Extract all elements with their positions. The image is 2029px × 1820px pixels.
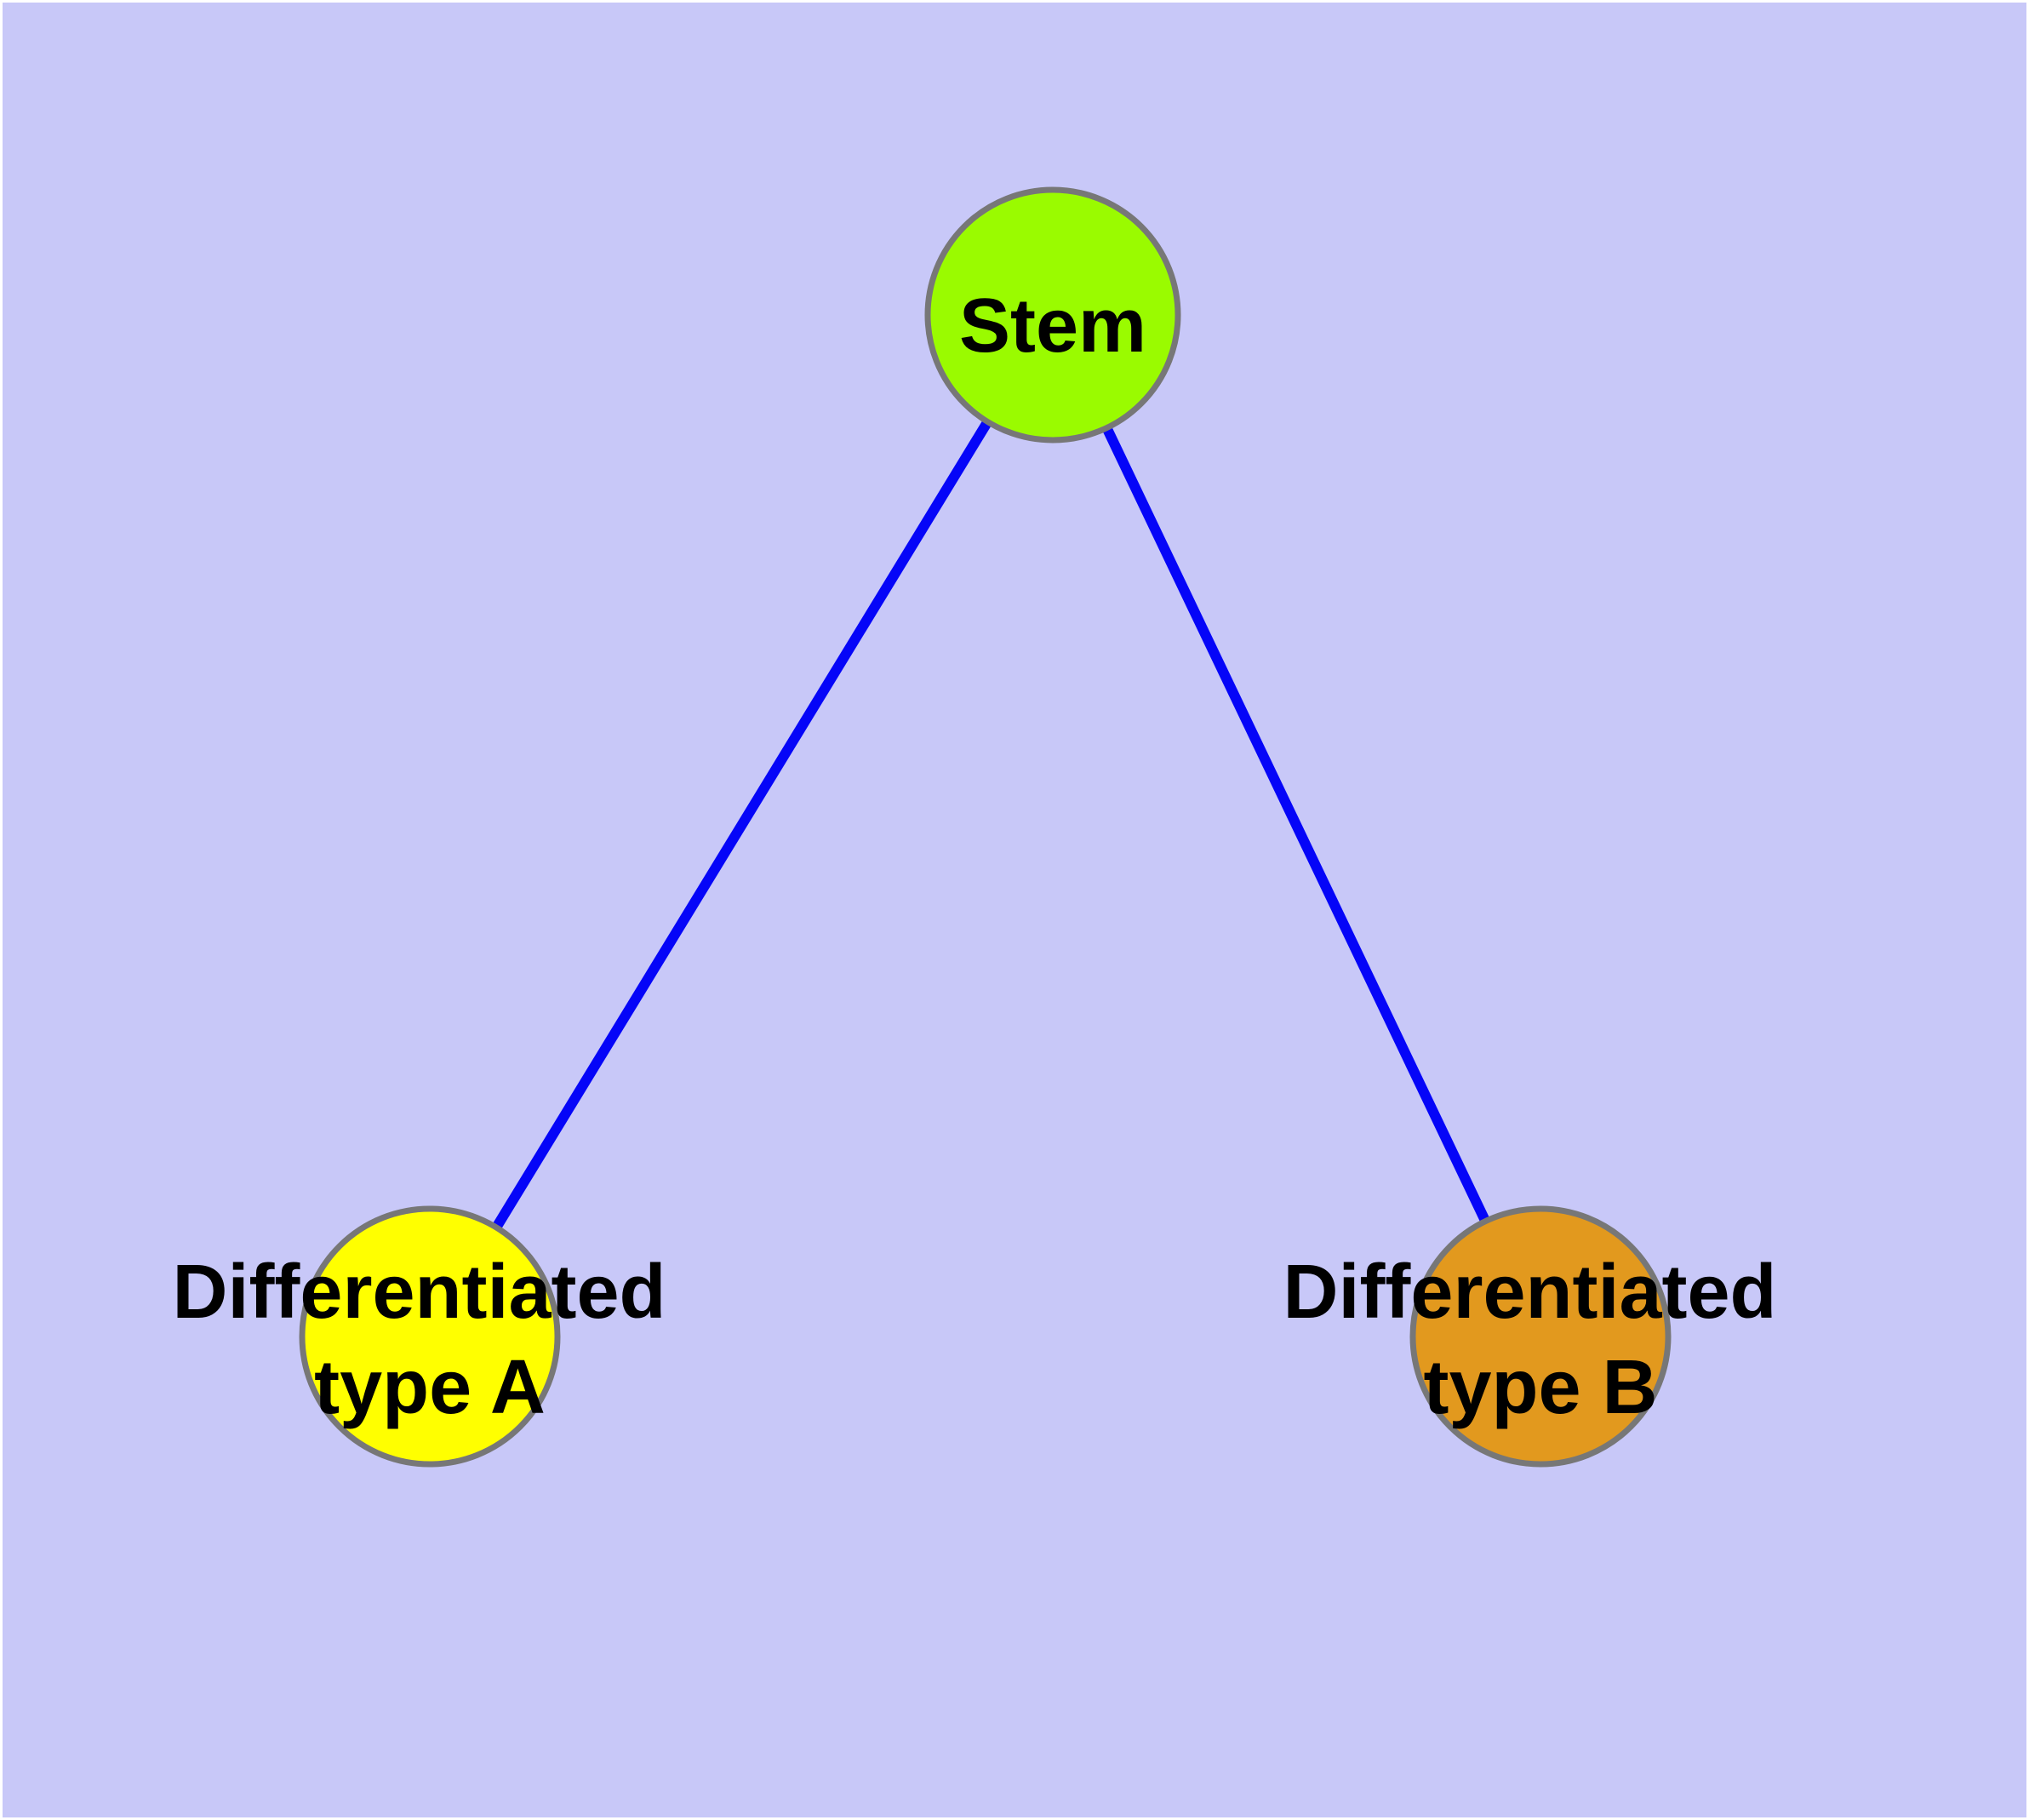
- node-type-b-label-line2: type B: [1423, 1345, 1657, 1430]
- node-type-b-label: Differentiated type B: [1283, 1250, 1798, 1430]
- node-stem-label: Stem: [959, 283, 1146, 369]
- edge-stem-to-type-b: [1048, 312, 1546, 1339]
- node-type-a-label-line1: Differentiated: [172, 1250, 666, 1335]
- node-type-b-label-line1: Differentiated: [1283, 1250, 1776, 1335]
- edge-stem-to-type-a: [425, 312, 1058, 1340]
- node-type-a-label-line2: type A: [314, 1345, 546, 1430]
- node-type-b-circle: [1409, 1205, 1672, 1468]
- node-stem: Stem: [924, 186, 1181, 444]
- node-type-b: Differentiated type B: [1283, 1205, 1798, 1468]
- node-type-a: Differentiated type A: [172, 1205, 687, 1468]
- node-type-a-label: Differentiated type A: [172, 1250, 687, 1430]
- node-type-a-circle: [299, 1205, 561, 1468]
- node-stem-circle: [924, 186, 1181, 444]
